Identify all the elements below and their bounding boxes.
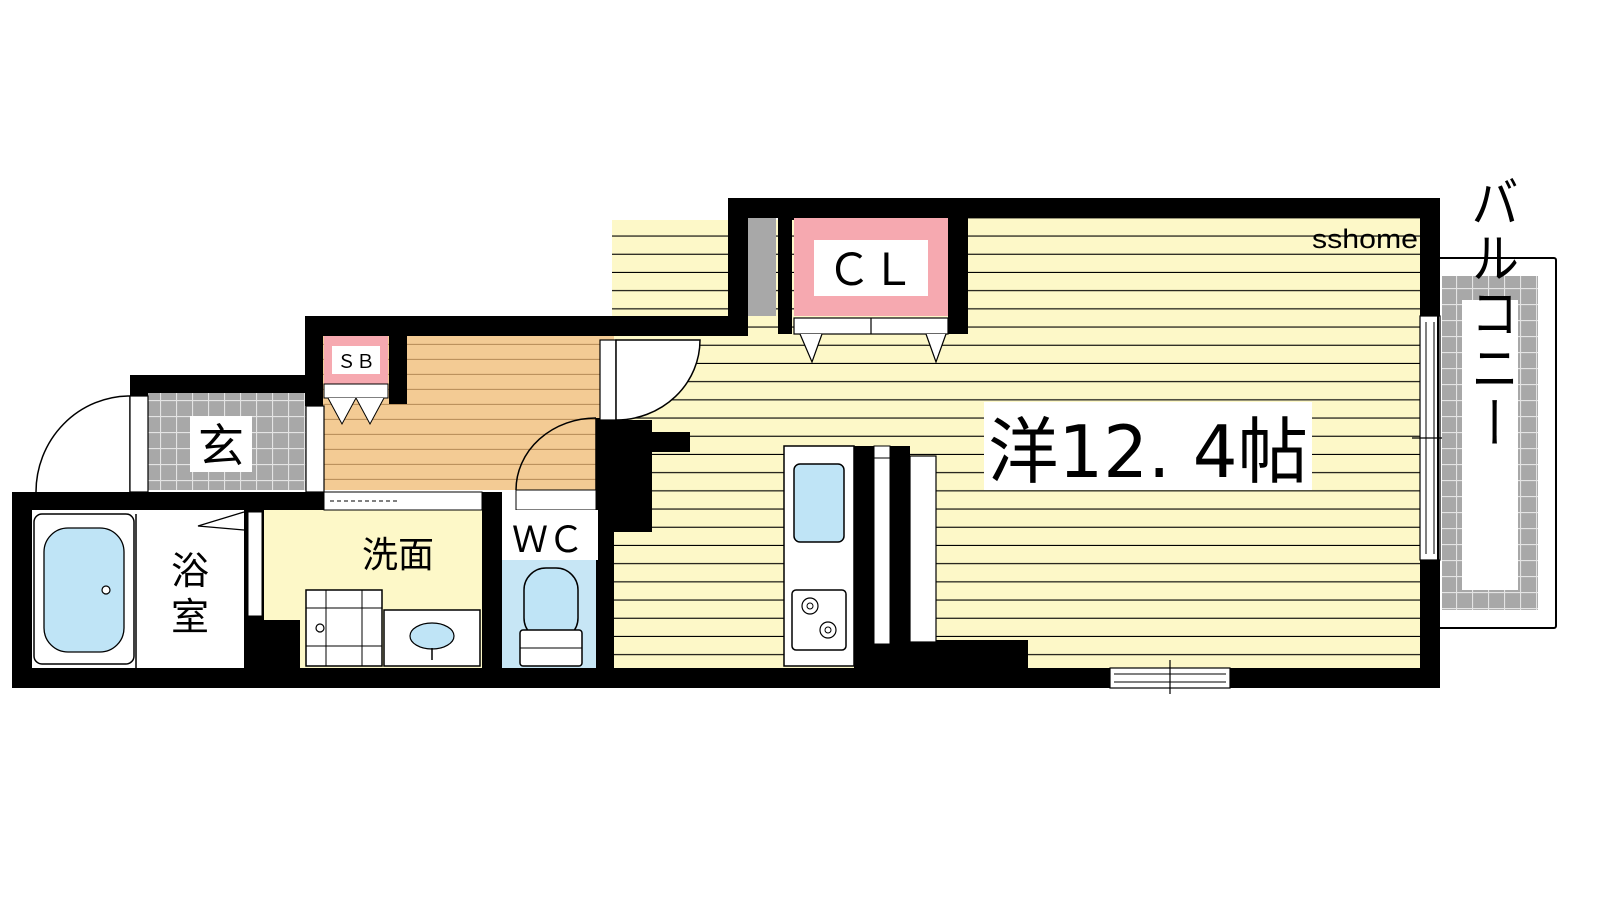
toilet-door	[515, 417, 597, 491]
walls	[12, 198, 1440, 688]
balcony-window	[1412, 315, 1442, 561]
pillar	[748, 218, 776, 316]
bathroom-label-line2: 室	[171, 595, 209, 639]
washroom-partition	[247, 511, 263, 617]
western-room-upper-floor	[968, 218, 1422, 338]
closet-door-arrow-left	[799, 333, 823, 364]
toilet-label: ＷＣ	[512, 520, 584, 561]
shoe-box-label-bg	[332, 346, 380, 374]
shoe-box-door-arrows	[327, 397, 385, 426]
stove	[791, 589, 847, 651]
watermark: sshome	[1312, 224, 1418, 254]
shoe-box-label: ＳＢ	[337, 351, 375, 373]
bathtub-drain	[101, 585, 111, 595]
closet-label-bg	[814, 240, 928, 296]
toilet-label-bg	[502, 510, 598, 560]
entrance-step	[305, 405, 325, 493]
room-door	[615, 339, 701, 421]
washroom-door-track	[323, 491, 483, 511]
toilet-door-track	[515, 489, 597, 511]
washroom-label: 洗面	[362, 535, 434, 576]
balcony-label: バルコニー	[1462, 174, 1518, 450]
room-door-frame	[599, 339, 617, 421]
closet-door-arrow-right	[925, 333, 947, 364]
entrance-door	[35, 395, 131, 493]
bottom-window	[1109, 660, 1231, 694]
balcony-inner	[1462, 300, 1518, 590]
balcony-rail	[1437, 257, 1557, 629]
closet-label: ＣＬ	[827, 245, 915, 296]
western-room-label: 洋12. 4帖	[988, 410, 1308, 494]
bathroom-door	[197, 511, 245, 531]
western-label-bg	[984, 402, 1312, 490]
wash-basin	[383, 609, 481, 667]
kitchen-sink	[793, 463, 845, 543]
entrance-door-frame	[129, 395, 149, 493]
toilet-bowl	[519, 567, 583, 667]
bathtub-basin	[43, 527, 125, 653]
washing-machine-pan	[305, 589, 383, 667]
entrance-label-bg	[190, 416, 252, 472]
entrance-label: 玄	[198, 419, 244, 473]
bathroom-label-line1: 浴	[171, 549, 209, 593]
